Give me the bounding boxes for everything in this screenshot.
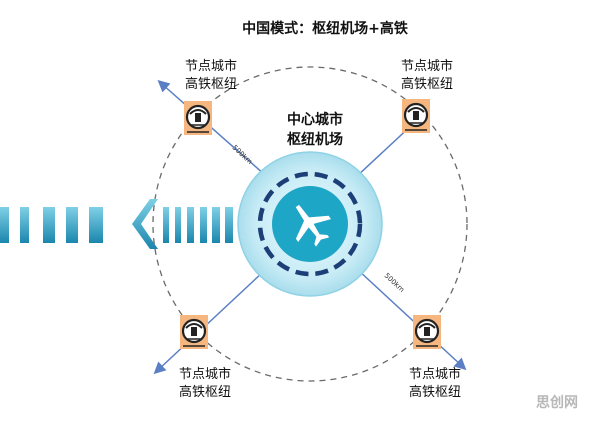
node-label-line2: 高铁枢纽 bbox=[408, 385, 461, 400]
center-hub-line1: 中心城市 bbox=[287, 112, 343, 128]
diagram-title: 中国模式：枢纽机场+高铁 bbox=[242, 21, 408, 37]
service-radius-circle bbox=[152, 66, 468, 382]
distance-label: 500km bbox=[383, 272, 406, 295]
center-hub-line2: 枢纽机场 bbox=[287, 132, 343, 148]
connector-bottom-right bbox=[344, 257, 467, 371]
central-hub bbox=[237, 151, 383, 297]
distance-label: 500km bbox=[231, 144, 254, 167]
inbound-flow-arrow bbox=[0, 199, 233, 249]
high-speed-rail-station-icon bbox=[413, 315, 441, 349]
node-label-line1: 节点城市 bbox=[178, 367, 231, 382]
high-speed-rail-station-icon bbox=[402, 99, 430, 133]
center-hub-label: 中心城市 枢纽机场 bbox=[265, 110, 365, 150]
node-label-top-right: 节点城市 高铁枢纽 bbox=[382, 58, 472, 94]
node-label-bottom-right: 节点城市 高铁枢纽 bbox=[390, 366, 480, 402]
node-label-line1: 节点城市 bbox=[400, 59, 453, 74]
node-label-line2: 高铁枢纽 bbox=[400, 77, 453, 92]
node-label-line2: 高铁枢纽 bbox=[178, 385, 231, 400]
airplane-icon bbox=[295, 204, 331, 247]
high-speed-rail-station-icon bbox=[184, 101, 212, 135]
node-label-line1: 节点城市 bbox=[408, 367, 461, 382]
high-speed-rail-station-icon bbox=[180, 315, 208, 349]
node-label-top-left: 节点城市 高铁枢纽 bbox=[166, 58, 256, 94]
chevron-left-arrow-icon bbox=[132, 199, 158, 249]
node-label-bottom-left: 节点城市 高铁枢纽 bbox=[160, 366, 250, 402]
watermark: 思创网 bbox=[536, 395, 578, 411]
node-label-line1: 节点城市 bbox=[184, 59, 237, 74]
connector-bottom-left bbox=[153, 257, 279, 375]
node-label-line2: 高铁枢纽 bbox=[184, 77, 237, 92]
